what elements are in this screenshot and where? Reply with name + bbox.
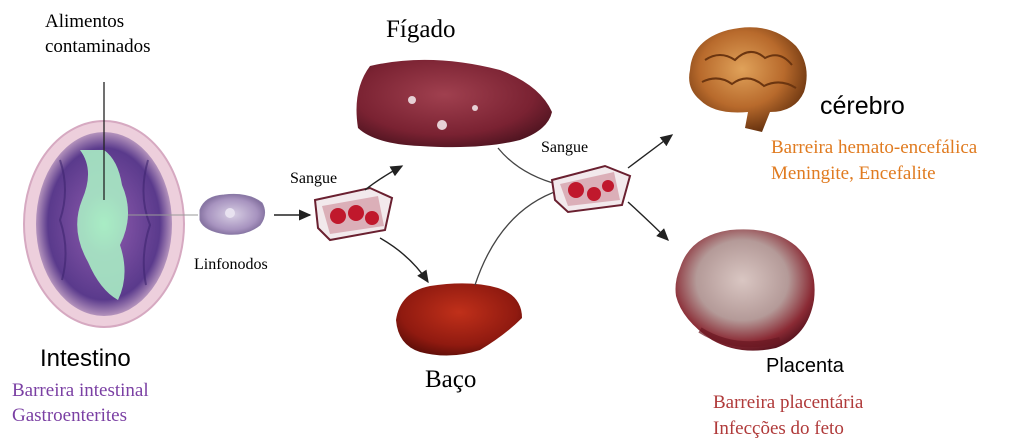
food-label-line1: Alimentos — [45, 11, 124, 33]
brain-disease-label: Meningite, Encefalite — [771, 163, 936, 185]
blood-vessel-right-icon — [552, 166, 630, 212]
intestine-disease-label: Gastroenterites — [12, 405, 127, 427]
placenta-disease-label: Infecções do feto — [713, 418, 844, 440]
placenta-image — [676, 229, 815, 350]
blood-label-right: Sangue — [541, 139, 588, 157]
placenta-barrier-label: Barreira placentária — [713, 392, 863, 414]
food-label-line2: contaminados — [45, 36, 151, 58]
spleen-image — [396, 283, 522, 355]
spleen-to-blood-line — [475, 190, 560, 285]
brain-barrier-label: Barreira hemato-encefálica — [771, 137, 977, 159]
intestine-barrier-label: Barreira intestinal — [12, 380, 149, 402]
blood-label-left: Sangue — [290, 170, 337, 188]
blood-to-liver-arrow — [365, 166, 402, 190]
liver-image — [357, 60, 553, 147]
spleen-label: Baço — [425, 366, 476, 395]
blood-vessel-left-icon — [315, 188, 392, 240]
lymph-nodes-label: Linfonodos — [194, 256, 268, 274]
intestine-label: Intestino — [40, 345, 131, 373]
brain-label: cérebro — [820, 92, 905, 121]
blood-to-spleen-arrow — [380, 238, 428, 282]
brain-image — [689, 27, 807, 132]
liver-label: Fígado — [386, 16, 455, 45]
lymph-node-image — [200, 194, 265, 234]
placenta-label: Placenta — [766, 355, 844, 378]
blood-to-placenta-arrow — [628, 202, 668, 240]
blood-to-brain-arrow — [628, 135, 672, 168]
